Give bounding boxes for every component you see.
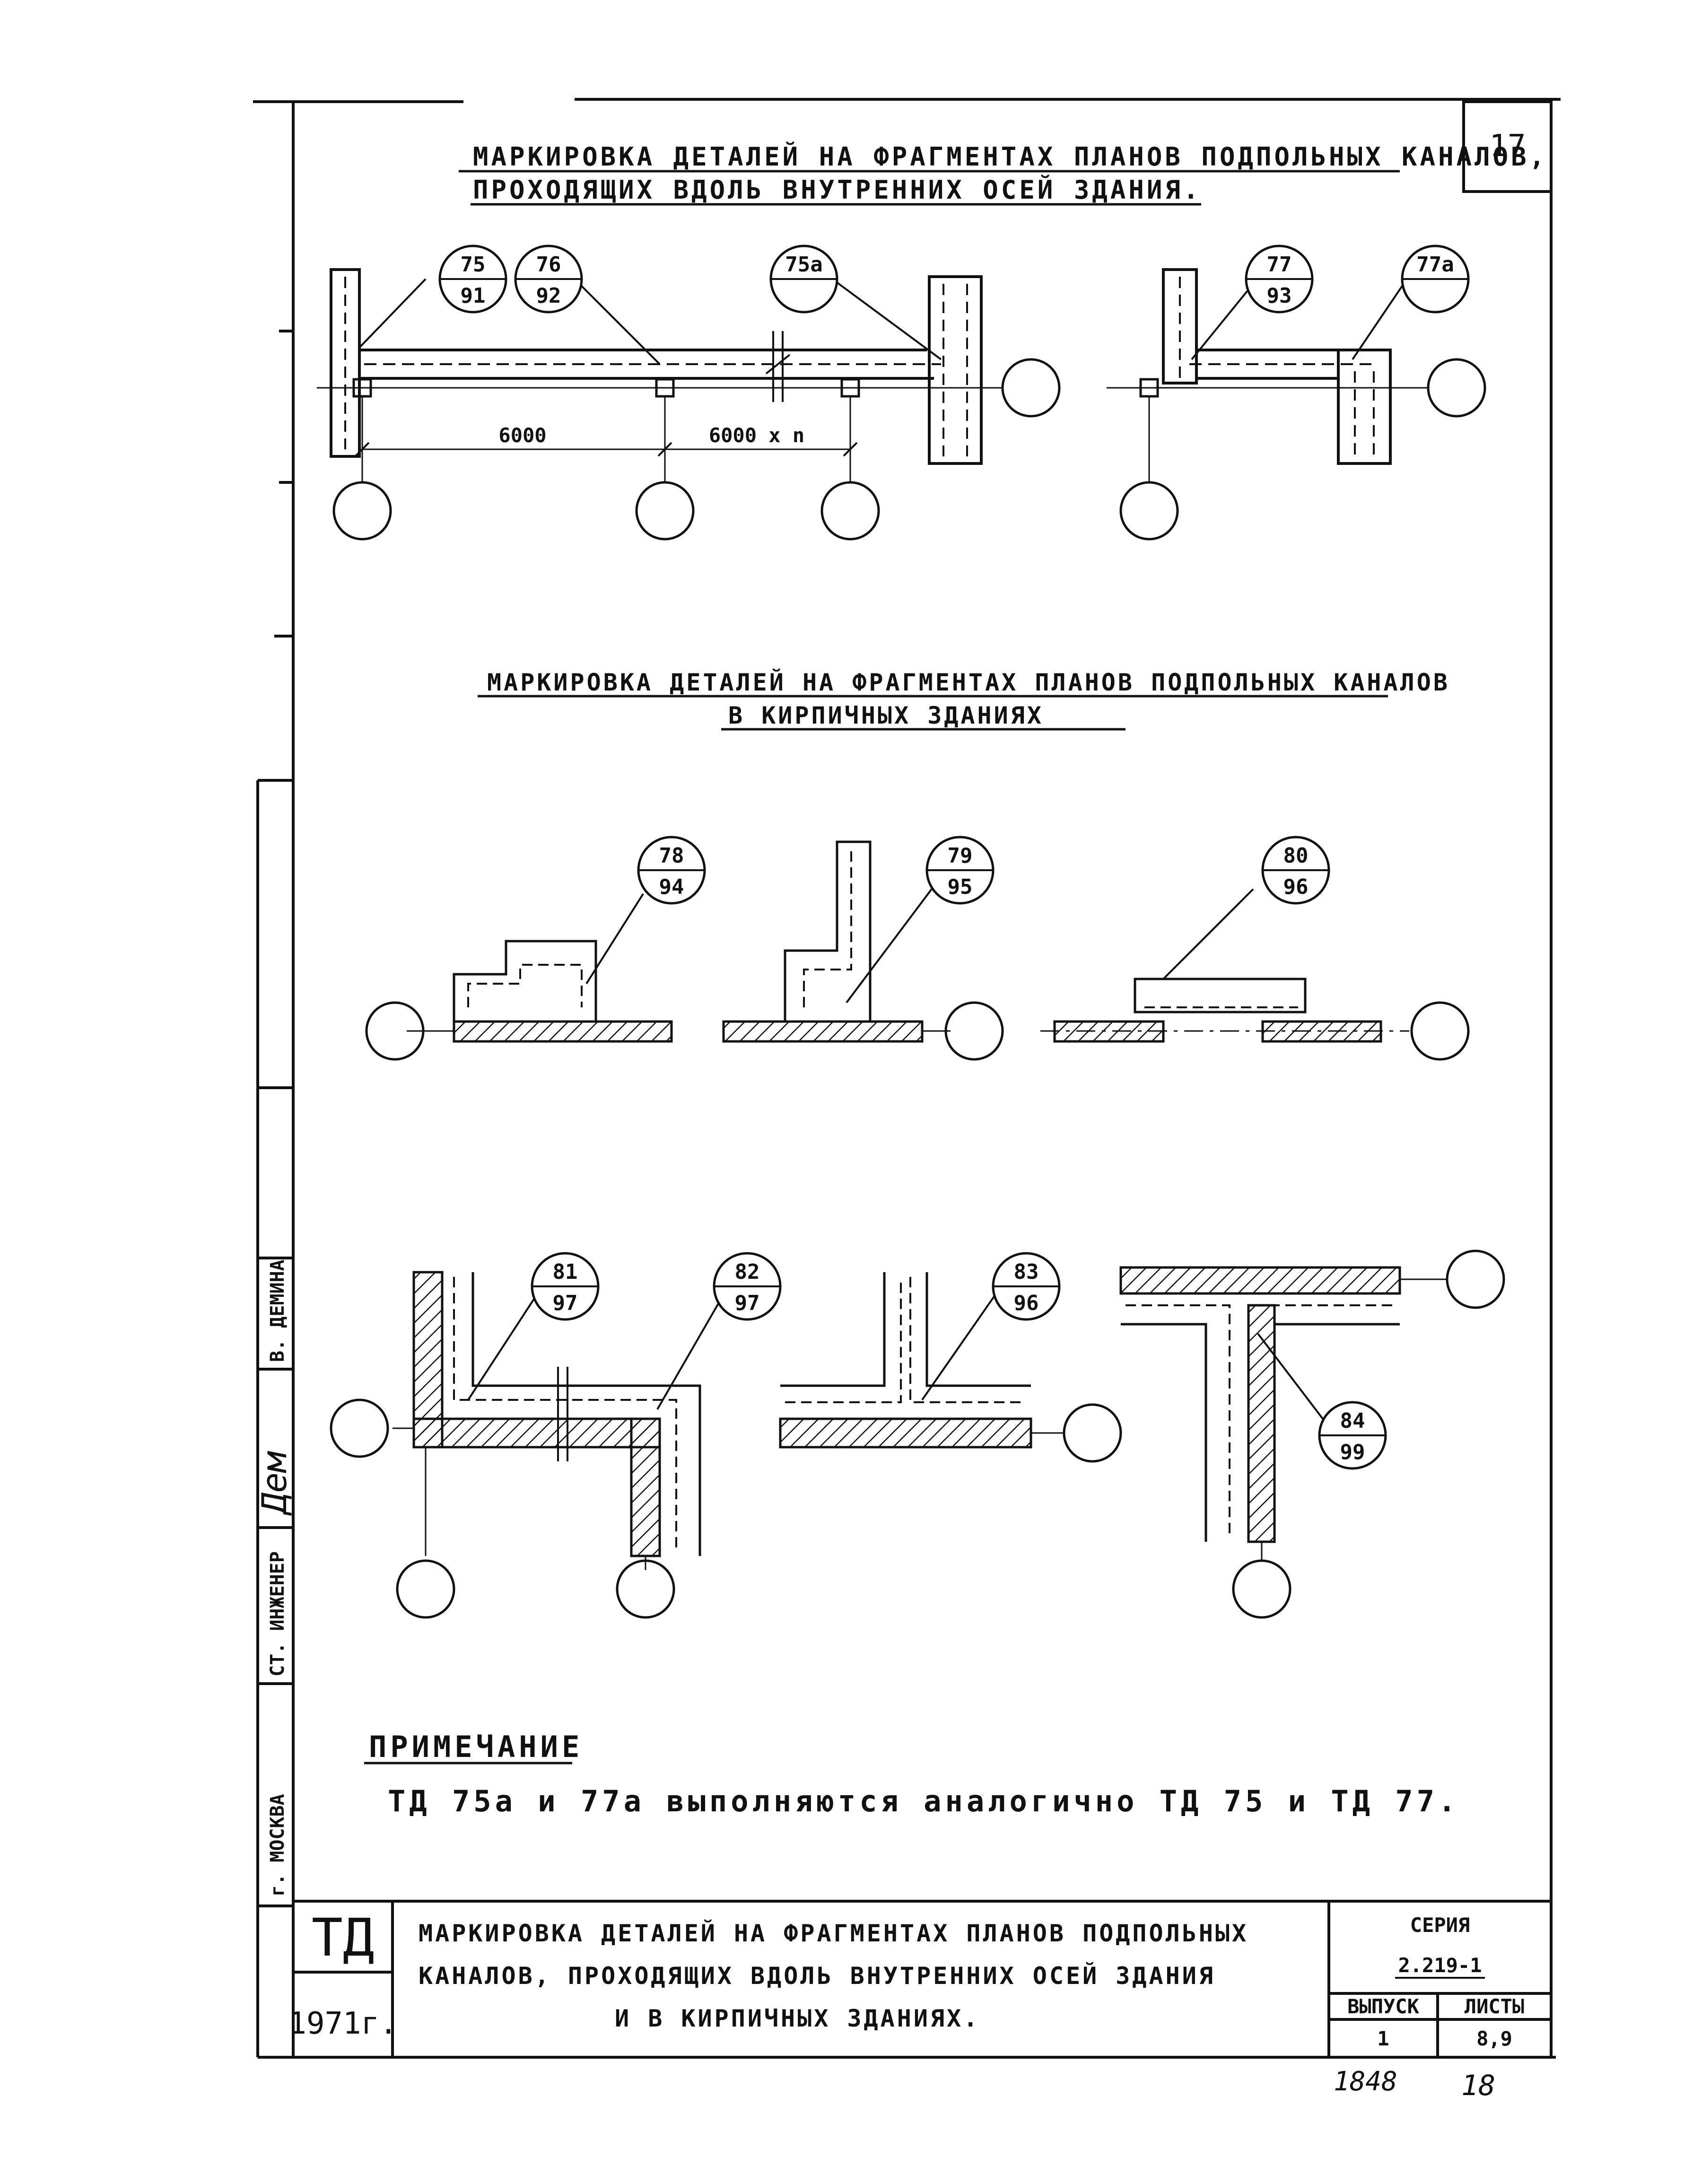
sheets-label: ЛИСТЫ: [1465, 1995, 1524, 2018]
side-stamp-role: СТ. ИНЖЕНЕР: [267, 1551, 288, 1677]
title-block-year: 1971г.: [288, 2006, 397, 2041]
callout-top: 82: [735, 1260, 760, 1284]
callout-top: 77: [1267, 253, 1292, 277]
brick-fragment-83: [779, 1272, 1122, 1463]
note-text: ТД 75а и 77а выполняются аналогично ТД 7…: [388, 1784, 1459, 1818]
callout-top: 77а: [1416, 253, 1454, 277]
sheet-number: 17: [1489, 129, 1526, 164]
callout-top: 79: [948, 844, 973, 868]
callout-top: 75: [461, 253, 486, 277]
callout-bottom: 93: [1267, 284, 1292, 308]
title-block-line3: И В КИРПИЧНЫХ ЗДАНИЯХ.: [615, 2005, 980, 2032]
callout-bubble: 75а: [769, 245, 838, 314]
brick-fragment-81-82: [330, 1271, 729, 1619]
fragment-channel-long: [317, 268, 1061, 541]
handwritten-signature: Дем: [254, 1450, 294, 1516]
callout-bottom: 97: [553, 1291, 578, 1315]
brick-fragment-80: [1040, 888, 1470, 1061]
title-block-line1: МАРКИРОВКА ДЕТАЛЕЙ НА ФРАГМЕНТАХ ПЛАНОВ …: [419, 1919, 1248, 1947]
callout-bottom: 96: [1014, 1291, 1039, 1315]
callout-bottom: 91: [461, 284, 486, 308]
callout-bottom: 97: [735, 1291, 760, 1315]
callout-bottom: 96: [1283, 875, 1309, 899]
callout-bottom: 92: [536, 284, 561, 308]
fragment-channel-corner: [1107, 268, 1486, 541]
side-stamp-name: В. ДЕМИНА: [267, 1259, 288, 1362]
title-block: [293, 1900, 1551, 2057]
section1-title-line2: ПРОХОДЯЩИХ ВДОЛЬ ВНУТРЕННИХ ОСЕЙ ЗДАНИЯ.: [473, 175, 1201, 205]
callout-bottom: 99: [1340, 1440, 1365, 1464]
callout-top: 78: [659, 844, 684, 868]
issue-label: ВЫПУСК: [1347, 1995, 1419, 2018]
brick-fragment-84: [1119, 1249, 1505, 1619]
section2-title: МАРКИРОВКА ДЕТАЛЕЙ НА ФРАГМЕНТАХ ПЛАНОВ …: [478, 668, 1450, 731]
dimension-span1: 6000: [498, 424, 546, 447]
callout-top: 76: [536, 253, 561, 277]
callout-bottom: 95: [948, 875, 973, 899]
note-heading: ПРИМЕЧАНИЕ: [369, 1730, 583, 1764]
callout-bubble: 77а: [1401, 245, 1470, 314]
series-label: СЕРИЯ: [1410, 1913, 1470, 1937]
footer-handwritten-left: 1848: [1334, 2066, 1397, 2097]
brick-fragment-79: [722, 840, 1004, 1061]
title-block-code: ТД: [312, 1907, 374, 1968]
section2-title-line2: В КИРПИЧНЫХ ЗДАНИЯХ: [728, 702, 1044, 729]
section2-title-line1: МАРКИРОВКА ДЕТАЛЕЙ НА ФРАГМЕНТАХ ПЛАНОВ …: [487, 668, 1450, 696]
note-block: ПРИМЕЧАНИЕ ТД 75а и 77а выполняются анал…: [364, 1730, 1459, 1818]
section1-title-line1: МАРКИРОВКА ДЕТАЛЕЙ НА ФРАГМЕНТАХ ПЛАНОВ …: [473, 142, 1547, 172]
section1-title: МАРКИРОВКА ДЕТАЛЕЙ НА ФРАГМЕНТАХ ПЛАНОВ …: [459, 142, 1547, 206]
callout-top: 84: [1340, 1409, 1365, 1433]
sheets-value: 8,9: [1476, 2027, 1512, 2050]
callout-top: 83: [1014, 1260, 1039, 1284]
callout-top: 75а: [785, 253, 822, 277]
side-stamp-city: г. МОСКВА: [267, 1794, 288, 1896]
series-value: 2.219-1: [1398, 1954, 1482, 1977]
issue-value: 1: [1377, 2027, 1389, 2050]
brick-fragment-78: [365, 893, 673, 1061]
title-block-line2: КАНАЛОВ, ПРОХОДЯЩИХ ВДОЛЬ ВНУТРЕННИХ ОСЕ…: [419, 1962, 1215, 1990]
callout-top: 81: [553, 1260, 578, 1284]
footer-handwritten-right: 18: [1461, 2069, 1495, 2102]
sheet-number-box: 17: [1462, 100, 1553, 193]
sheet-frame: [253, 98, 1561, 2059]
dimension-span2: 6000 x n: [709, 424, 804, 447]
callout-bottom: 94: [659, 875, 684, 899]
callout-top: 80: [1283, 844, 1309, 868]
